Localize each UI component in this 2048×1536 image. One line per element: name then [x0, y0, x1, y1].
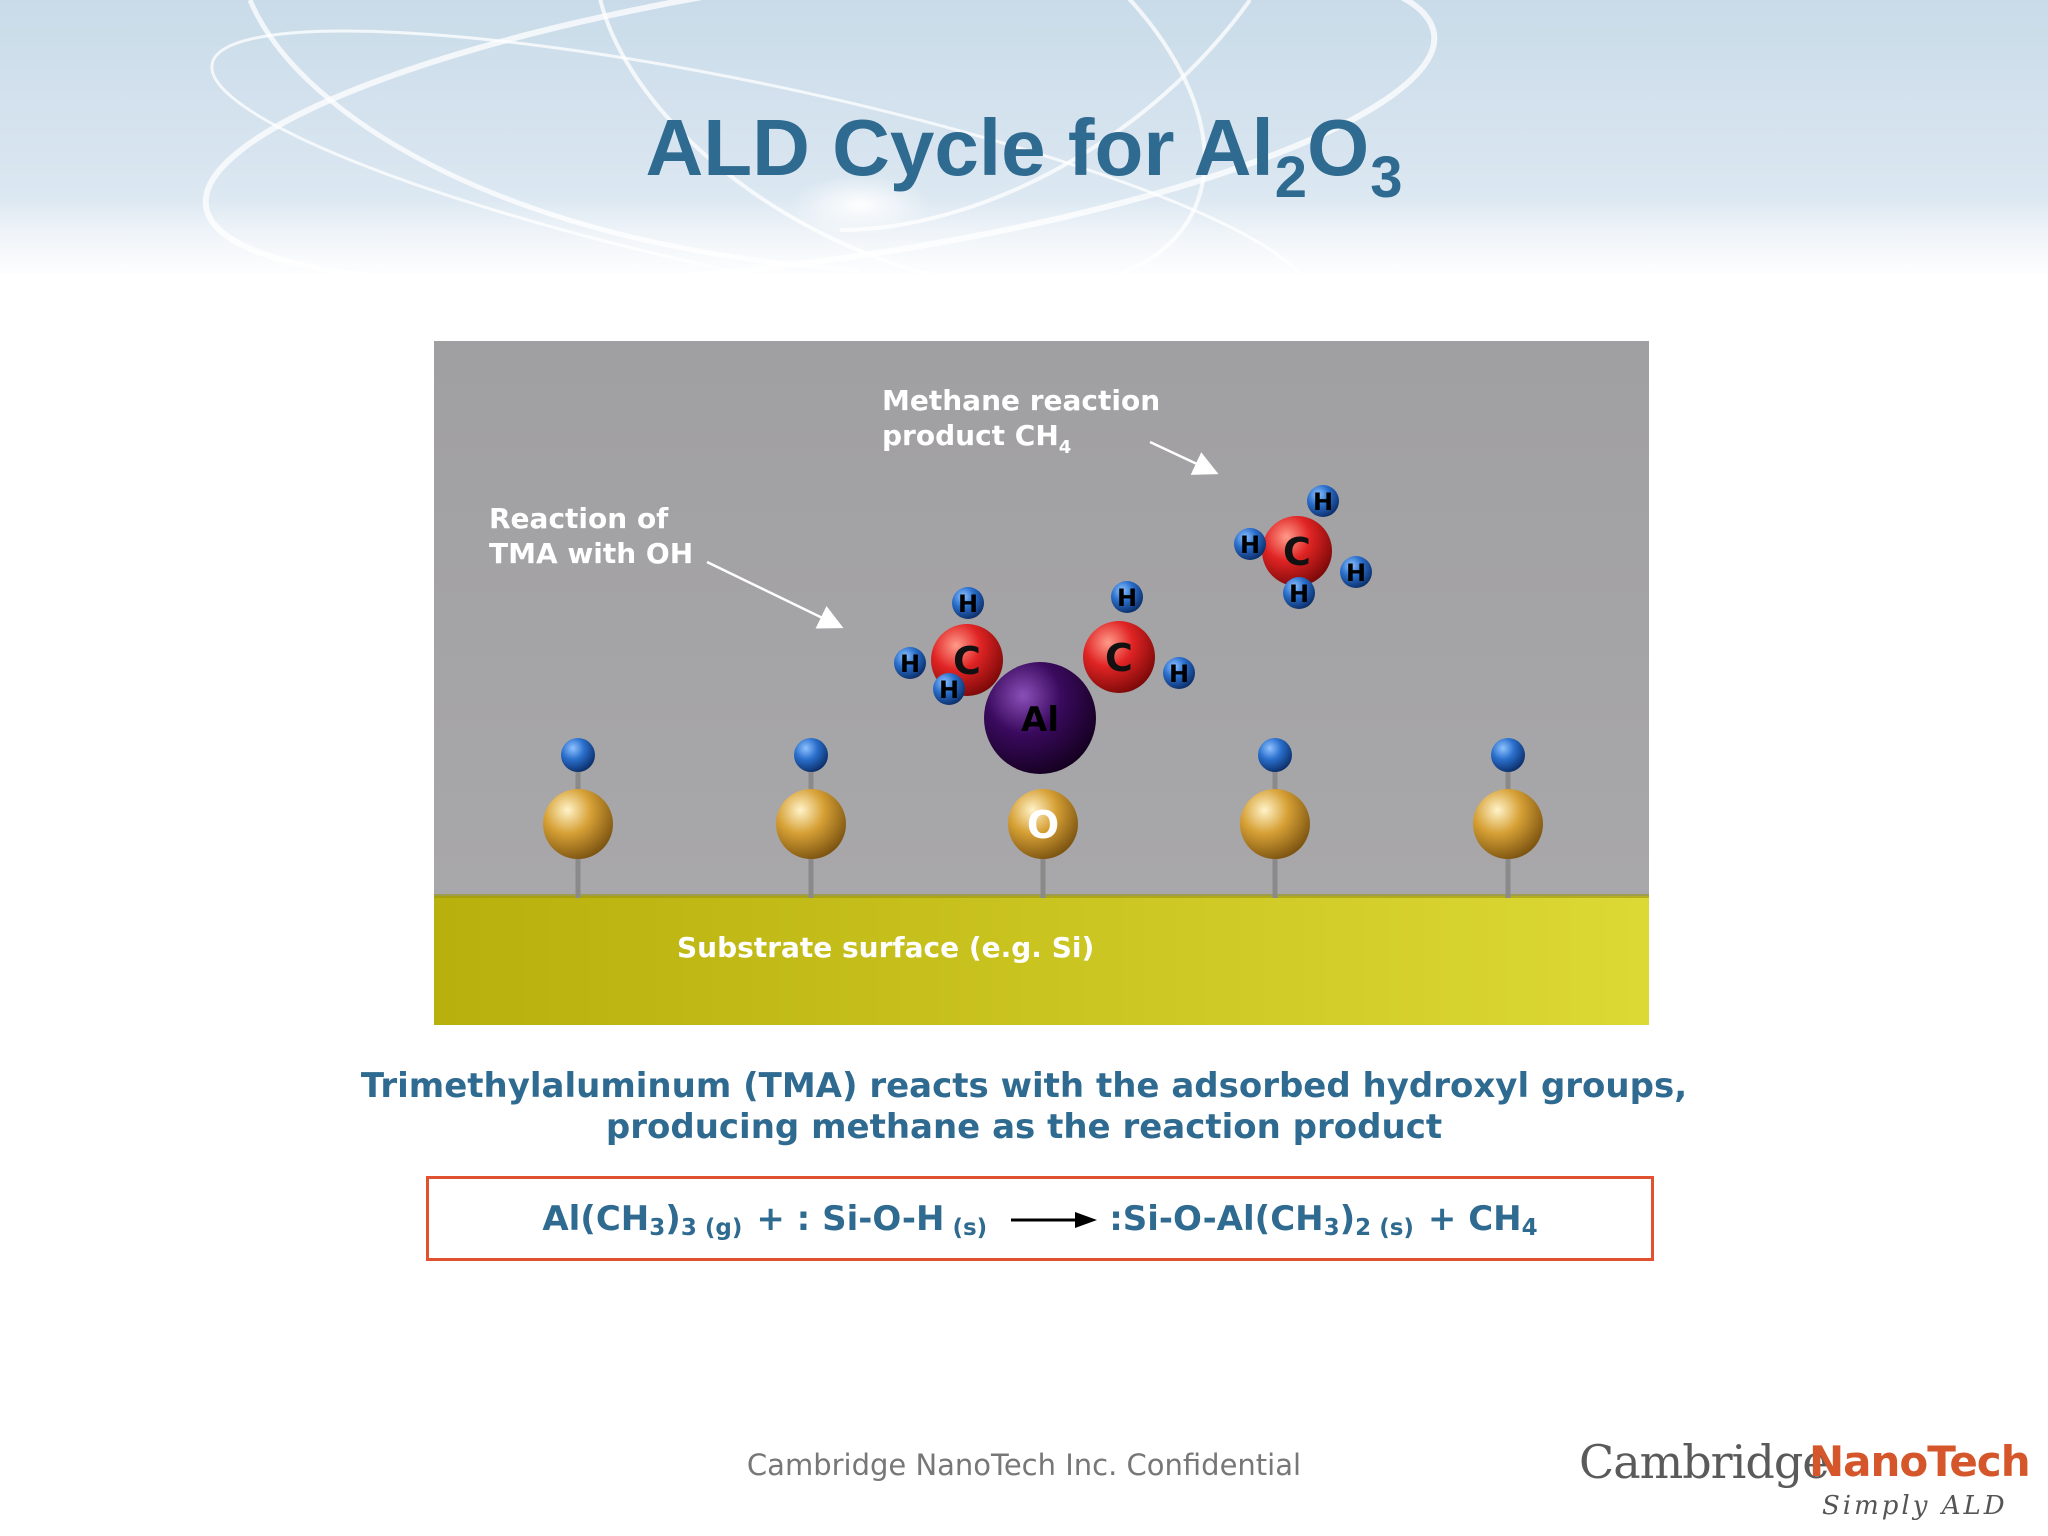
- hydrogen-symbol: H: [958, 590, 978, 618]
- hydrogen-symbol: H: [1240, 531, 1260, 559]
- aluminum-symbol: Al: [1021, 700, 1059, 740]
- eq-reactant-tma: Al(CH: [542, 1198, 650, 1239]
- oxygen-atom: [543, 789, 613, 859]
- hydrogen-symbol: H: [939, 676, 959, 704]
- hydrogen-symbol: H: [1289, 580, 1309, 608]
- hydrogen-atom: [561, 738, 595, 772]
- hydrogen-atom: [1283, 577, 1315, 609]
- ald-reaction-diagram: O C C Al H H H H H: [434, 341, 1649, 1025]
- oxygen-atom: [1008, 789, 1078, 859]
- oxygen-atom: [1240, 789, 1310, 859]
- hydrogen-atom: [1307, 485, 1339, 517]
- methane-label-line2: product CH4: [882, 419, 1072, 458]
- confidential-footer: Cambridge NanoTech Inc. Confidential: [746, 1448, 1302, 1482]
- hydrogen-atom: [1258, 738, 1292, 772]
- logo-part-nanotech: NanoTech: [1809, 1437, 2031, 1486]
- hydrogen-symbol: H: [900, 650, 920, 678]
- hydrogen-atom: [952, 587, 984, 619]
- methane-molecule: C H H H H: [1234, 485, 1372, 609]
- molecule-illustration: O C C Al H H H H H: [434, 341, 1649, 1025]
- oxygen-atom: [776, 789, 846, 859]
- hydrogen-atom: [1111, 581, 1143, 613]
- title-subscript-2: 2: [1274, 145, 1307, 210]
- carbon-atom: [1262, 516, 1332, 586]
- tma-label: Reaction of TMA with OH: [489, 501, 693, 571]
- title-oxygen: O: [1307, 103, 1370, 192]
- hydrogen-atom: [933, 673, 965, 705]
- company-logo: Cambridge NanoTech Simply ALD: [1575, 1435, 2035, 1525]
- caption-line2: producing methane as the reaction produc…: [605, 1107, 1443, 1147]
- hydrogen-symbol: H: [1117, 584, 1137, 612]
- eq-reactant-surface: + : Si-O-H: [756, 1198, 945, 1239]
- header-band: [0, 0, 2048, 274]
- slide-title: ALD Cycle for Al2O3: [0, 108, 2048, 207]
- tma-label-line2: TMA with OH: [489, 537, 694, 570]
- hydrogen-symbol: H: [1169, 660, 1189, 688]
- tma-molecule: O C C Al H H H H H: [894, 581, 1195, 859]
- eq-product-surface: :Si-O-Al(CH: [1109, 1198, 1324, 1239]
- carbon-atom: [1083, 621, 1155, 693]
- eq-product-methane: + CH: [1427, 1198, 1522, 1239]
- header-background-graphic: [0, 0, 2048, 274]
- logo-tagline: Simply ALD: [1822, 1491, 2008, 1521]
- reaction-arrow-icon: [1011, 1199, 1098, 1239]
- logo-part-cambridge: Cambridge: [1579, 1435, 1830, 1489]
- oxygen-atom: [1473, 789, 1543, 859]
- hydrogen-atom: [894, 647, 926, 679]
- hydrogen-atom: [794, 738, 828, 772]
- aluminum-atom: [984, 662, 1096, 774]
- title-subscript-3: 3: [1370, 145, 1403, 210]
- methane-label-line1: Methane reaction: [882, 384, 1161, 417]
- tma-label-line1: Reaction of: [489, 502, 669, 535]
- substrate-label: Substrate surface (e.g. Si): [677, 931, 1095, 964]
- carbon-symbol: C: [1105, 636, 1133, 680]
- hydrogen-atom: [1340, 556, 1372, 588]
- methane-label: Methane reaction product CH4: [882, 383, 1161, 458]
- carbon-symbol: C: [1283, 530, 1311, 574]
- methane-arrow: [1149, 440, 1219, 475]
- title-text: ALD Cycle for Al: [645, 103, 1274, 192]
- hydrogen-symbol: H: [1346, 559, 1366, 587]
- surface-hydroxyl-groups: [543, 738, 1543, 859]
- substrate-layer: [434, 896, 1649, 1025]
- hydrogen-atom: [1491, 738, 1525, 772]
- tma-arrow: [706, 560, 844, 629]
- caption-line1: Trimethylaluminum (TMA) reacts with the …: [360, 1066, 1688, 1106]
- oxygen-symbol: O: [1027, 803, 1059, 847]
- hydrogen-atom: [1163, 657, 1195, 689]
- hydrogen-symbol: H: [1313, 488, 1333, 516]
- diagram-caption: Trimethylaluminum (TMA) reacts with the …: [0, 1066, 2048, 1148]
- hydrogen-atom: [1234, 528, 1266, 560]
